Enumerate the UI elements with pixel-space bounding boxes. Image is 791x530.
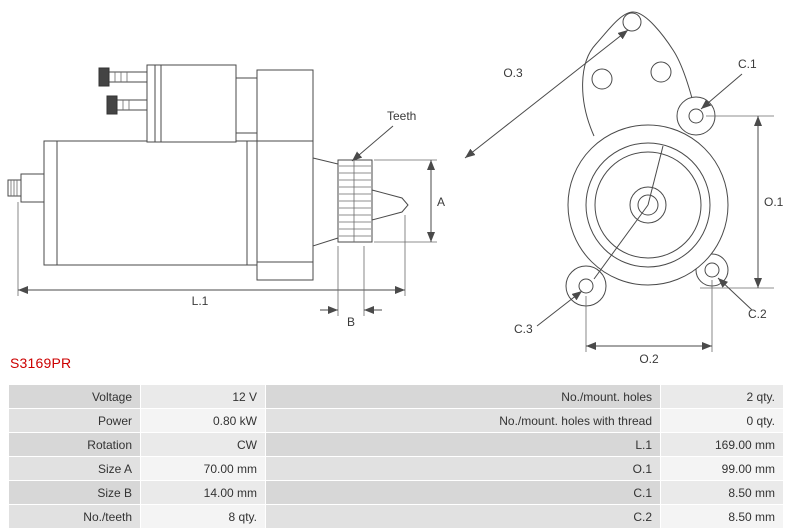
spec-label: No./mount. holes with thread <box>265 408 661 433</box>
table-row: Size B 14.00 mm C.1 8.50 mm <box>8 480 784 505</box>
pilot-circle-outer <box>585 142 711 268</box>
spec-value: 169.00 mm <box>660 432 784 457</box>
spec-value: 99.00 mm <box>660 456 784 481</box>
spec-label: Size B <box>8 480 141 505</box>
hole-c3 <box>578 278 594 294</box>
dim-label-b: B <box>347 315 355 329</box>
dim-label-l1: L.1 <box>192 294 209 308</box>
starter-front-view: O.3 C.1 O.1 C.2 C.3 O.2 <box>464 11 784 366</box>
spec-label: Voltage <box>8 384 141 409</box>
spec-value: 70.00 mm <box>140 456 266 481</box>
spec-value: 12 V <box>140 384 266 409</box>
pinion-teeth <box>339 160 371 242</box>
spec-label: No./mount. holes <box>265 384 661 409</box>
solenoid-link <box>235 77 258 134</box>
table-row: Power 0.80 kW No./mount. holes with thre… <box>8 408 784 433</box>
dim-label-o1: O.1 <box>764 195 784 209</box>
dim-label-c3: C.3 <box>514 322 533 336</box>
spec-label: No./teeth <box>8 504 141 529</box>
spec-value: 0 qty. <box>660 408 784 433</box>
nose-collar <box>312 157 339 247</box>
spec-label: Rotation <box>8 432 141 457</box>
spec-label: O.1 <box>265 456 661 481</box>
spec-label: Power <box>8 408 141 433</box>
rear-collar <box>20 173 45 203</box>
spec-value: 2 qty. <box>660 384 784 409</box>
terminal-bolt-upper <box>98 67 148 87</box>
spec-value: 8.50 mm <box>660 480 784 505</box>
dim-label-a: A <box>437 195 445 209</box>
table-row: Voltage 12 V No./mount. holes 2 qty. <box>8 384 784 409</box>
hole-c1 <box>688 108 704 124</box>
hole-c2 <box>704 262 720 278</box>
spec-value: CW <box>140 432 266 457</box>
dim-label-o3: O.3 <box>503 66 523 80</box>
top-hole <box>622 12 642 32</box>
technical-drawing: Teeth A L.1 B <box>7 11 784 366</box>
spec-label: L.1 <box>265 432 661 457</box>
spec-label: C.1 <box>265 480 661 505</box>
spec-value: 8.50 mm <box>660 504 784 529</box>
pilot-circle-inner <box>594 151 702 259</box>
part-number: S3169PR <box>10 355 72 371</box>
shaft-tip <box>371 189 409 221</box>
dim-label-teeth: Teeth <box>387 109 416 123</box>
table-row: Rotation CW L.1 169.00 mm <box>8 432 784 457</box>
dim-label-o2: O.2 <box>639 352 659 366</box>
spec-label: C.2 <box>265 504 661 529</box>
bracket-hole-right <box>650 61 672 83</box>
table-row: No./teeth 8 qty. C.2 8.50 mm <box>8 504 784 529</box>
spec-value: 14.00 mm <box>140 480 266 505</box>
spec-value: 0.80 kW <box>140 408 266 433</box>
table-row: Size A 70.00 mm O.1 99.00 mm <box>8 456 784 481</box>
terminal-bolt-lower <box>106 95 148 115</box>
dim-label-c2: C.2 <box>748 307 767 321</box>
bracket-hole-left <box>591 68 613 90</box>
starter-side-view: Teeth A L.1 B <box>7 64 445 329</box>
spec-table: Voltage 12 V No./mount. holes 2 qty. Pow… <box>8 384 784 529</box>
dim-label-c1: C.1 <box>738 57 757 71</box>
drive-housing <box>256 69 314 281</box>
rear-stud <box>7 179 22 197</box>
spec-value: 8 qty. <box>140 504 266 529</box>
motor-body <box>43 140 258 266</box>
spec-label: Size A <box>8 456 141 481</box>
solenoid <box>146 64 237 143</box>
